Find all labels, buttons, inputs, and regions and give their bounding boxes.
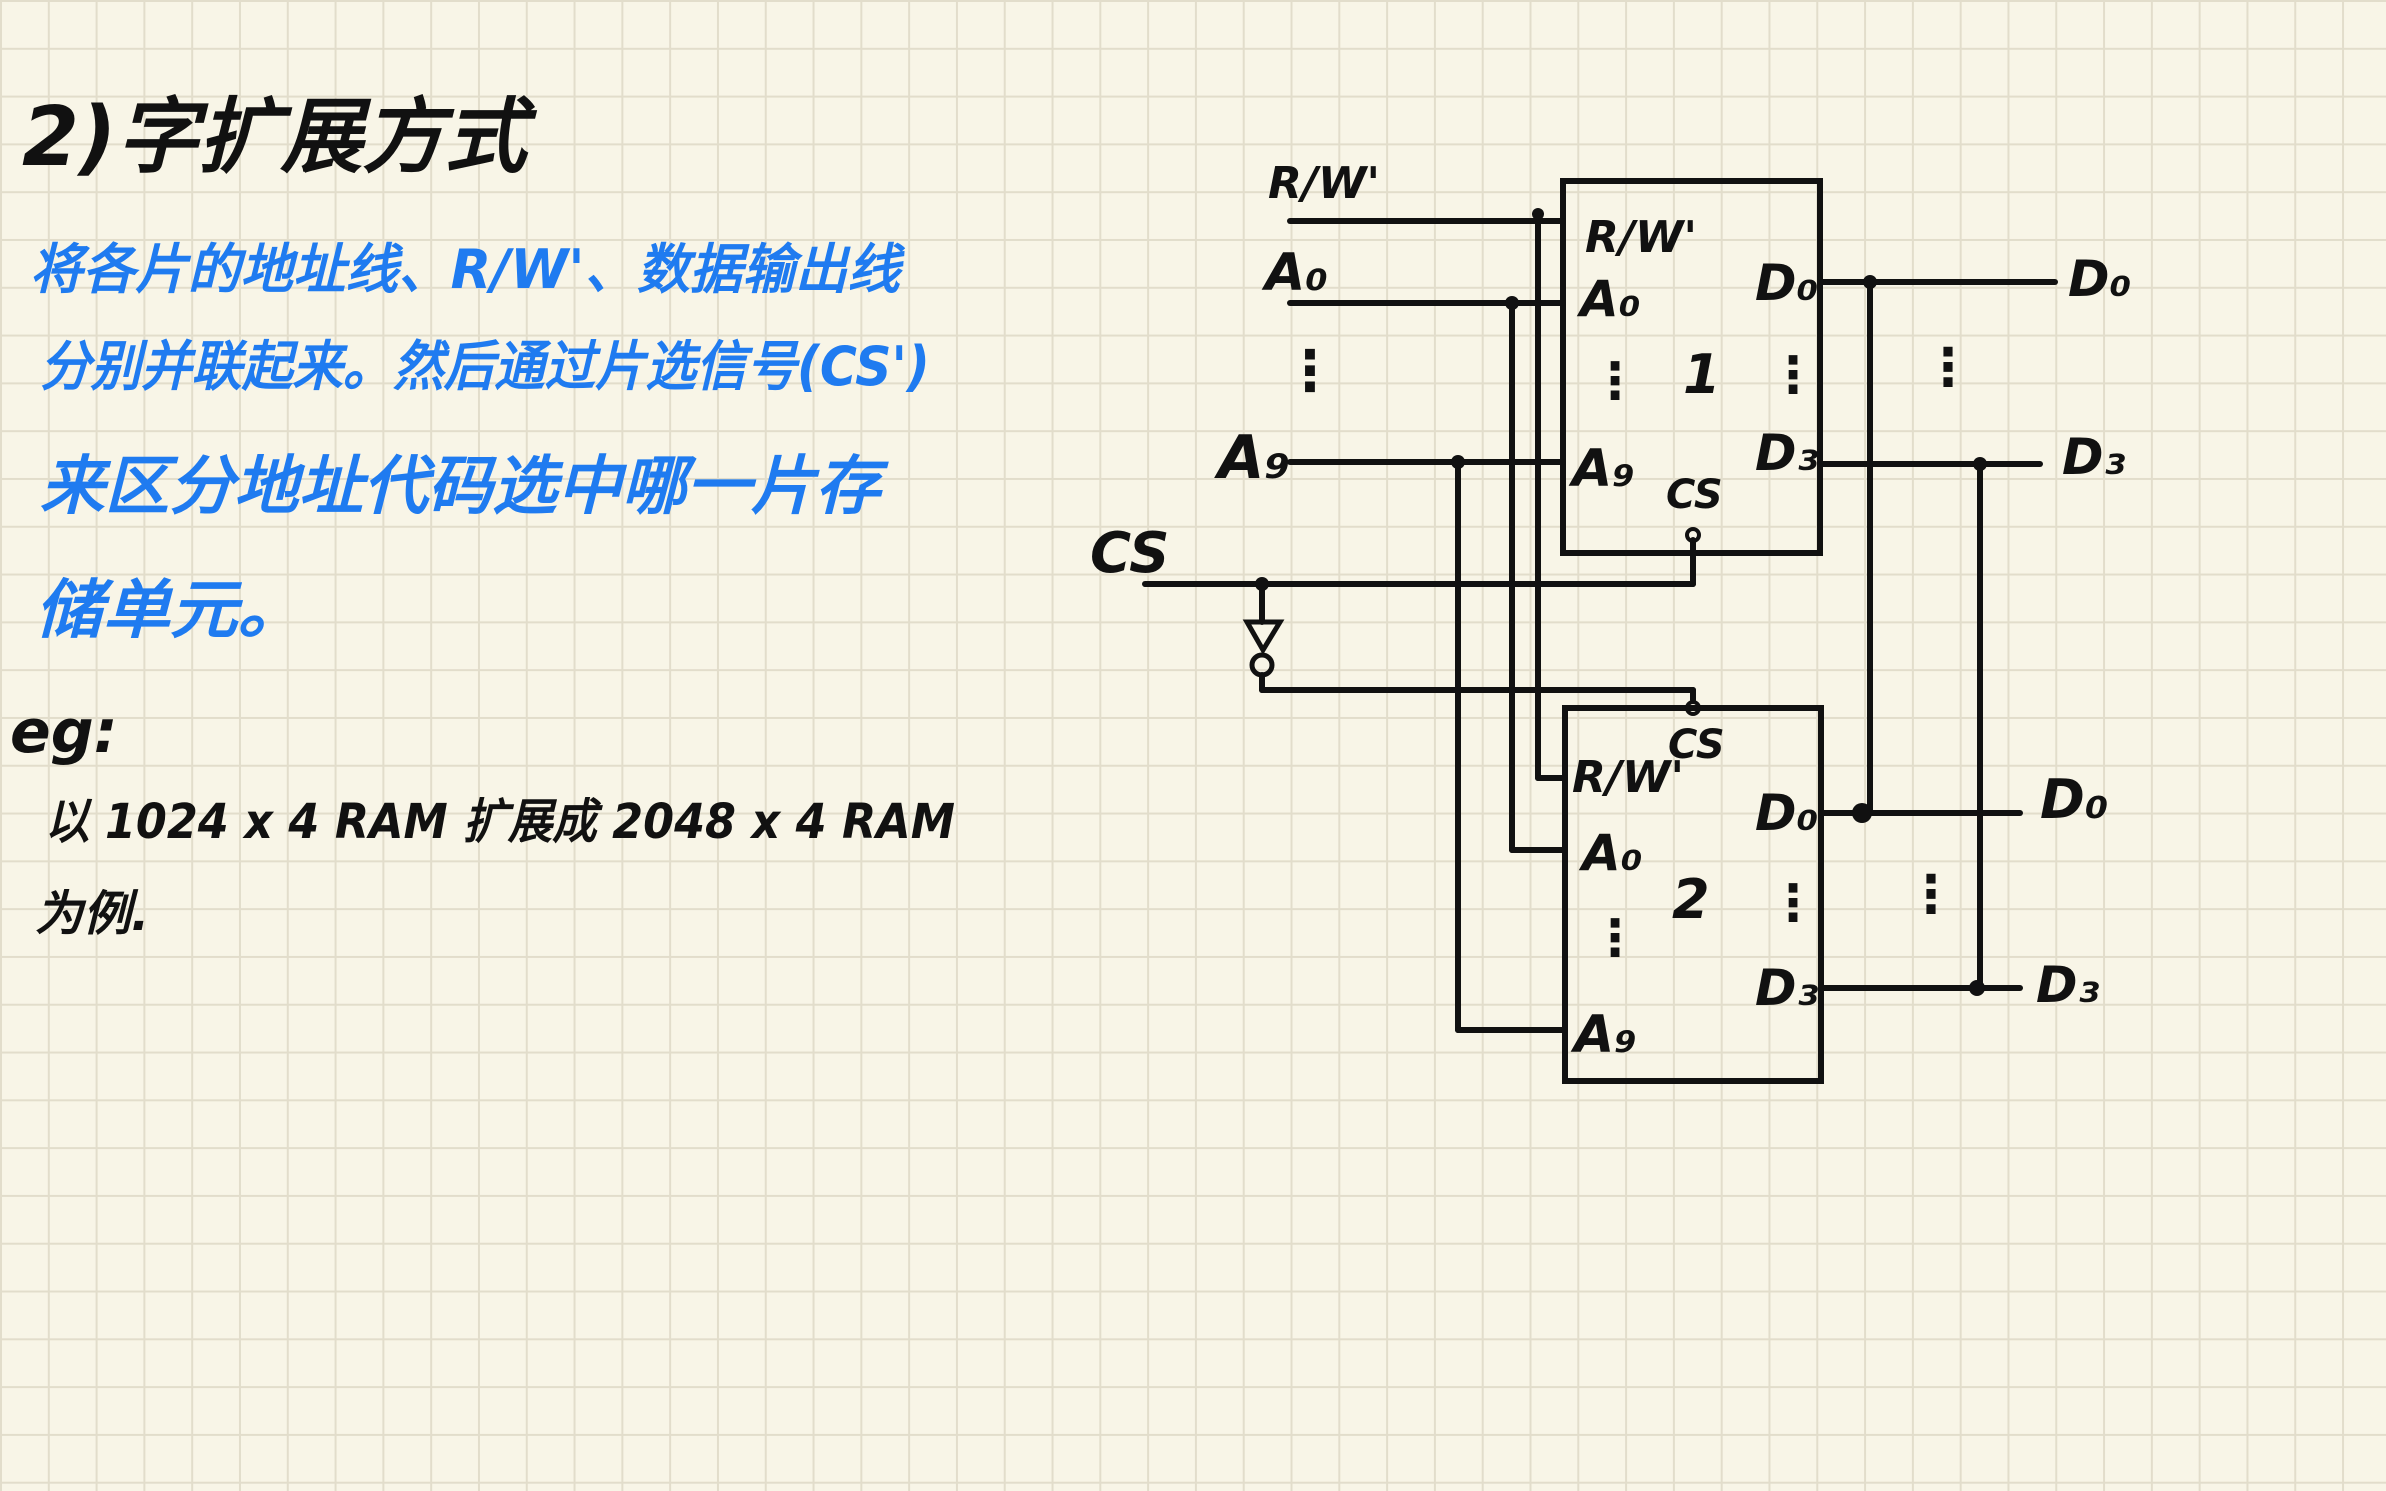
output-bottom-d3-label: D₃ (2036, 956, 2100, 1014)
input-rw-label: R/W' (1268, 158, 1380, 209)
output-top-d3-label: D₃ (2062, 428, 2126, 486)
description-line-4: 储单元。 (35, 574, 305, 648)
junctions (1255, 208, 1987, 996)
chip1-labels: R/W' A₀ ⋮ A₉ 1 CS D₀ ⋮ D₃ (1568, 212, 1819, 518)
output-bottom-d0-label: D₀ (2040, 768, 2108, 831)
junction-d0-bottom (1852, 803, 1872, 823)
chip2-cs-label: CS (1668, 722, 1725, 768)
chip1-a0-label: A₀ (1576, 270, 1641, 328)
chip2-a0-label: A₀ (1578, 824, 1643, 882)
example-line-1: 以 1024 x 4 RAM 扩展成 2048 x 4 RAM (45, 794, 955, 850)
junction-a9 (1451, 455, 1465, 469)
junction-rw (1532, 208, 1544, 220)
chip2-number: 2 (1672, 868, 1710, 931)
example-line-2: 为例. (35, 886, 149, 942)
chip1-d0-label: D₀ (1755, 254, 1818, 312)
junction-cs (1255, 577, 1269, 591)
chip2-cs-bubble (1685, 700, 1701, 716)
chip2-d3-label: D₃ (1755, 959, 1819, 1017)
chip1-d3-label: D₃ (1755, 424, 1819, 482)
chip2-left-dots: ⋮ (1590, 909, 1640, 967)
chip2-box (1562, 705, 1824, 1084)
example-label: eg: (10, 697, 118, 767)
output-top-dots: ⋮ (1922, 338, 1974, 398)
junction-d0-top (1863, 275, 1877, 289)
description-line-3: 来区分地址代码选中哪一片存 (40, 450, 889, 524)
chip2-right-dots: ⋮ (1768, 874, 1818, 932)
chip1-rw-label: R/W' (1585, 212, 1697, 263)
chip1-cs-label: CS (1666, 472, 1723, 518)
chip2-labels: CS R/W' A₀ ⋮ A₉ 2 D₀ ⋮ D₃ (1570, 722, 1819, 1065)
output-labels: D₀ ⋮ D₃ D₀ ⋮ D₃ (1905, 250, 2131, 1014)
junction-d3-bottom (1969, 980, 1985, 996)
input-a0-label: A₀ (1261, 243, 1328, 303)
chip1-a9-label: A₉ (1568, 439, 1635, 499)
description-line-1: 将各片的地址线、R/W'、数据输出线 (30, 238, 906, 301)
input-cs-label: CS (1090, 521, 1169, 586)
chip1-left-dots: ⋮ (1590, 352, 1640, 410)
chip1-right-dots: ⋮ (1768, 346, 1818, 404)
junction-a0 (1505, 296, 1519, 310)
description: 将各片的地址线、R/W'、数据输出线 分别并联起来。然后通过片选信号(CS') … (30, 238, 930, 648)
description-line-2: 分别并联起来。然后通过片选信号(CS') (40, 335, 930, 398)
output-bottom-dots: ⋮ (1905, 865, 1957, 925)
chip2-rw-label: R/W' (1572, 752, 1684, 803)
heading: 2)字扩展方式 (22, 90, 538, 185)
circuit (1142, 178, 2058, 1084)
junction-d3-top (1973, 457, 1987, 471)
input-labels: R/W' A₀ ⋮ A₉ CS (1090, 158, 1380, 586)
inverter-triangle (1242, 619, 1285, 655)
output-top-d0-label: D₀ (2068, 250, 2131, 308)
chip2-d0-label: D₀ (1755, 784, 1818, 842)
chip1-number: 1 (1683, 343, 1721, 406)
chip2-a9-label: A₉ (1570, 1005, 1637, 1065)
input-dots: ⋮ (1282, 339, 1338, 404)
input-a9-label: A₉ (1214, 423, 1291, 493)
chip1-cs-bubble (1685, 527, 1701, 543)
